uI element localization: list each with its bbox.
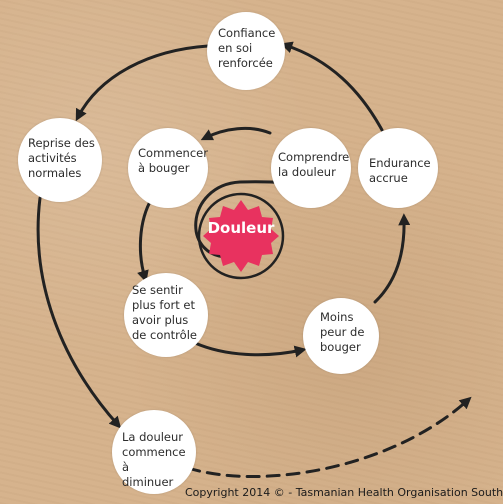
arrow-comprendre-to-commencer: [200, 127, 272, 141]
douleur-star: [203, 200, 279, 272]
arrow-reprise-to-diminuer: [36, 196, 122, 429]
node-moins-peur-label: Moins peur de bouger: [320, 310, 365, 354]
node-confiance: Confiance en soi renforcée: [207, 12, 285, 90]
node-endurance-label: Endurance accrue: [369, 156, 431, 185]
node-comprendre-label: Comprendre la douleur: [278, 150, 350, 179]
node-endurance: Endurance accrue: [358, 128, 438, 208]
node-reprise: Reprise des activités normales: [18, 118, 102, 202]
node-comprendre: Comprendre la douleur: [271, 128, 351, 208]
arrow-confiance-to-reprise: [75, 44, 210, 122]
node-confiance-label: Confiance en soi renforcée: [218, 26, 276, 70]
node-diminuer-label: La douleur commence à diminuer: [122, 430, 186, 489]
node-commencer: Commencer à bouger: [128, 128, 208, 208]
douleur-label: Douleur: [207, 219, 275, 237]
copyright-text: Copyright 2014 © - Tasmanian Health Orga…: [185, 486, 503, 499]
node-reprise-label: Reprise des activités normales: [28, 136, 95, 180]
node-moins-peur: Moins peur de bouger: [303, 298, 379, 374]
arrow-moinspeur-to-endurance: [373, 213, 411, 304]
arrow-commencer-to-sesentir: [137, 196, 154, 283]
node-se-sentir: Se sentir plus fort et avoir plus de con…: [124, 273, 208, 357]
douleur-ring: [197, 192, 285, 280]
node-se-sentir-label: Se sentir plus fort et avoir plus de con…: [132, 283, 197, 342]
arrow-sesentir-to-moinspeur: [193, 341, 307, 358]
node-diminuer: La douleur commence à diminuer: [112, 410, 196, 494]
arrow-endurance-to-confiance: [280, 41, 384, 132]
node-commencer-label: Commencer à bouger: [138, 146, 208, 175]
arrow-diminuer-outward: [186, 396, 472, 478]
